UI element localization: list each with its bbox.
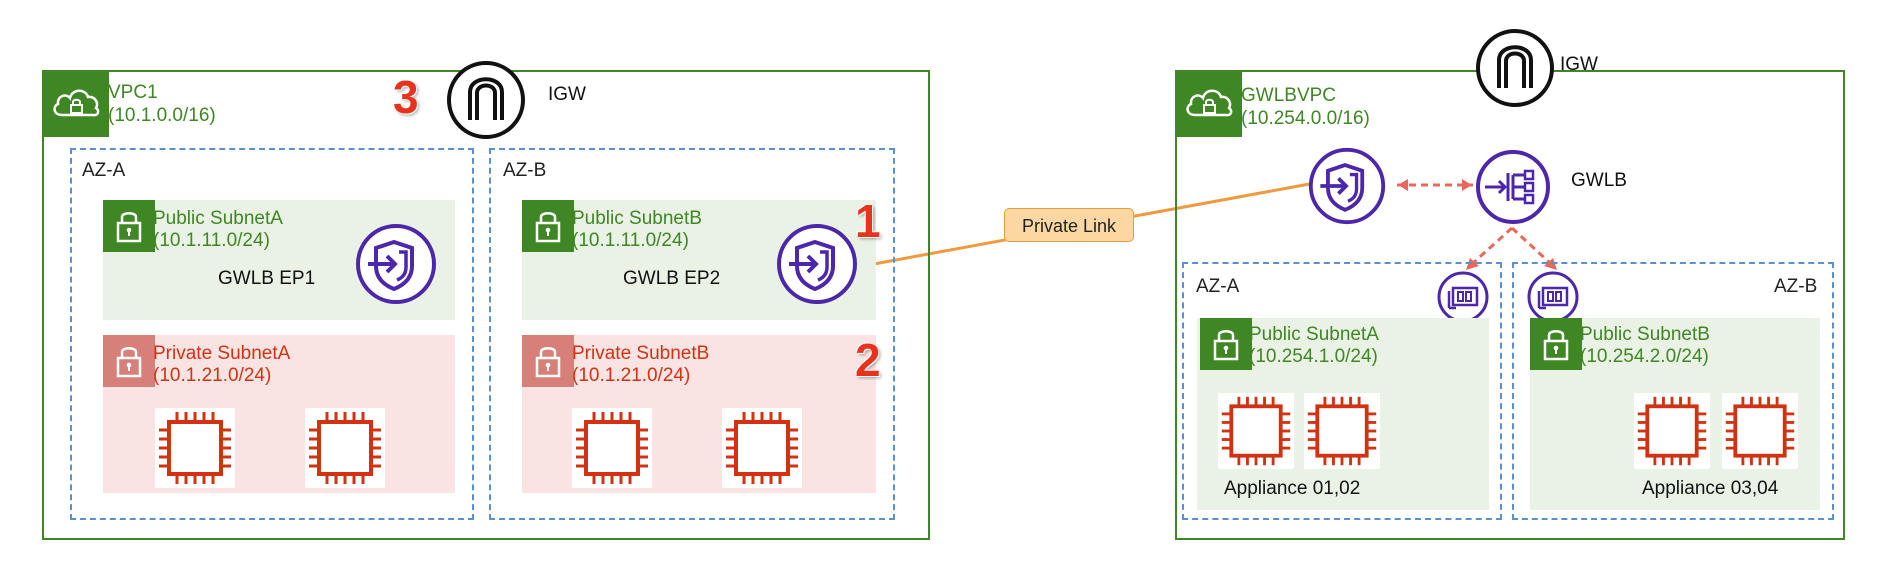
vpc1-private-subnet-a-cidr: (10.1.21.0/24) (153, 365, 272, 386)
network-interface-icon (1526, 270, 1580, 324)
vpc1-private-subnet-a-name: Private SubnetA (153, 343, 291, 364)
lock-icon (1530, 318, 1582, 370)
gwlb-endpoint-icon (1307, 146, 1387, 226)
gwlb-icon (1475, 149, 1551, 225)
gwlbvpc-az-b (1512, 262, 1834, 520)
network-interface-icon (1436, 270, 1490, 324)
gwlbvpc-public-subnet-a-cidr: (10.254.1.0/24) (1249, 346, 1378, 367)
gwlbvpc-az-b-label: AZ-B (1774, 276, 1818, 297)
ec2-chip-icon (1722, 393, 1798, 469)
marker-three: 3 (393, 71, 419, 123)
lock-icon (103, 335, 155, 387)
gwlb-appliance-connectors (1466, 226, 1557, 270)
gwlbvpc-az-a (1182, 262, 1502, 520)
gwlbvpc-igw-icon (1475, 28, 1555, 108)
vpc1-public-subnet-a-name: Public SubnetA (153, 208, 283, 229)
vpc1-igw-label: IGW (548, 84, 586, 105)
ec2-chip-icon (305, 408, 385, 488)
gwlbvpc-public-subnet-b-cidr: (10.254.2.0/24) (1580, 346, 1709, 367)
lock-icon (522, 335, 574, 387)
gwlbvpc-az-a-label: AZ-A (1196, 276, 1240, 297)
vpc1-public-subnet-a-cidr: (10.1.11.0/24) (153, 230, 270, 251)
vpc1-igw-icon (446, 60, 526, 140)
marker-two: 2 (855, 334, 881, 386)
ec2-chip-icon (1304, 393, 1380, 469)
vpc1-private-subnet-b-cidr: (10.1.21.0/24) (572, 365, 691, 386)
gwlb-endpoint-icon (775, 222, 859, 306)
lock-icon (522, 200, 574, 252)
gwlb-endpoint-icon (354, 222, 438, 306)
private-link-label: Private Link (1004, 208, 1134, 242)
gwlb-label: GWLB (1571, 170, 1627, 191)
gwlbvpc-name: GWLBVPC (1241, 85, 1337, 106)
gwlbvpc-cloud-lock-icon (1176, 71, 1242, 137)
ec2-chip-icon (572, 408, 652, 488)
vpc1-az-b (489, 148, 895, 520)
vpc1-cidr: (10.1.0.0/16) (108, 105, 216, 126)
vpc1-public-subnet-b-name: Public SubnetB (572, 208, 702, 229)
marker-one: 1 (855, 195, 881, 247)
lock-icon (1200, 318, 1252, 370)
gwlbvpc-public-subnet-a-name: Public SubnetA (1249, 324, 1379, 345)
gwlb-endpoint-connector (1397, 179, 1473, 191)
vpc1-az-a (70, 148, 474, 520)
vpc1-cloud-lock-icon (43, 71, 109, 137)
appliances-03-04-label: Appliance 03,04 (1642, 478, 1779, 499)
gwlbvpc-cidr: (10.254.0.0/16) (1241, 108, 1370, 129)
vpc1-az-b-label: AZ-B (503, 160, 547, 181)
gwlb-ep2-label: GWLB EP2 (623, 268, 721, 289)
lock-icon (103, 200, 155, 252)
vpc1-az-a-label: AZ-A (82, 160, 126, 181)
ec2-chip-icon (722, 408, 802, 488)
ec2-chip-icon (1634, 393, 1710, 469)
vpc1-private-subnet-b-name: Private SubnetB (572, 343, 710, 364)
gwlbvpc-public-subnet-b-name: Public SubnetB (1580, 324, 1710, 345)
vpc1-name: VPC1 (108, 82, 158, 103)
appliances-01-02-label: Appliance 01,02 (1224, 478, 1361, 499)
ec2-chip-icon (155, 408, 235, 488)
vpc1-public-subnet-b-cidr: (10.1.11.0/24) (572, 230, 689, 251)
gwlb-ep1-label: GWLB EP1 (218, 268, 316, 289)
gwlbvpc-igw-label: IGW (1560, 54, 1598, 75)
ec2-chip-icon (1218, 393, 1294, 469)
